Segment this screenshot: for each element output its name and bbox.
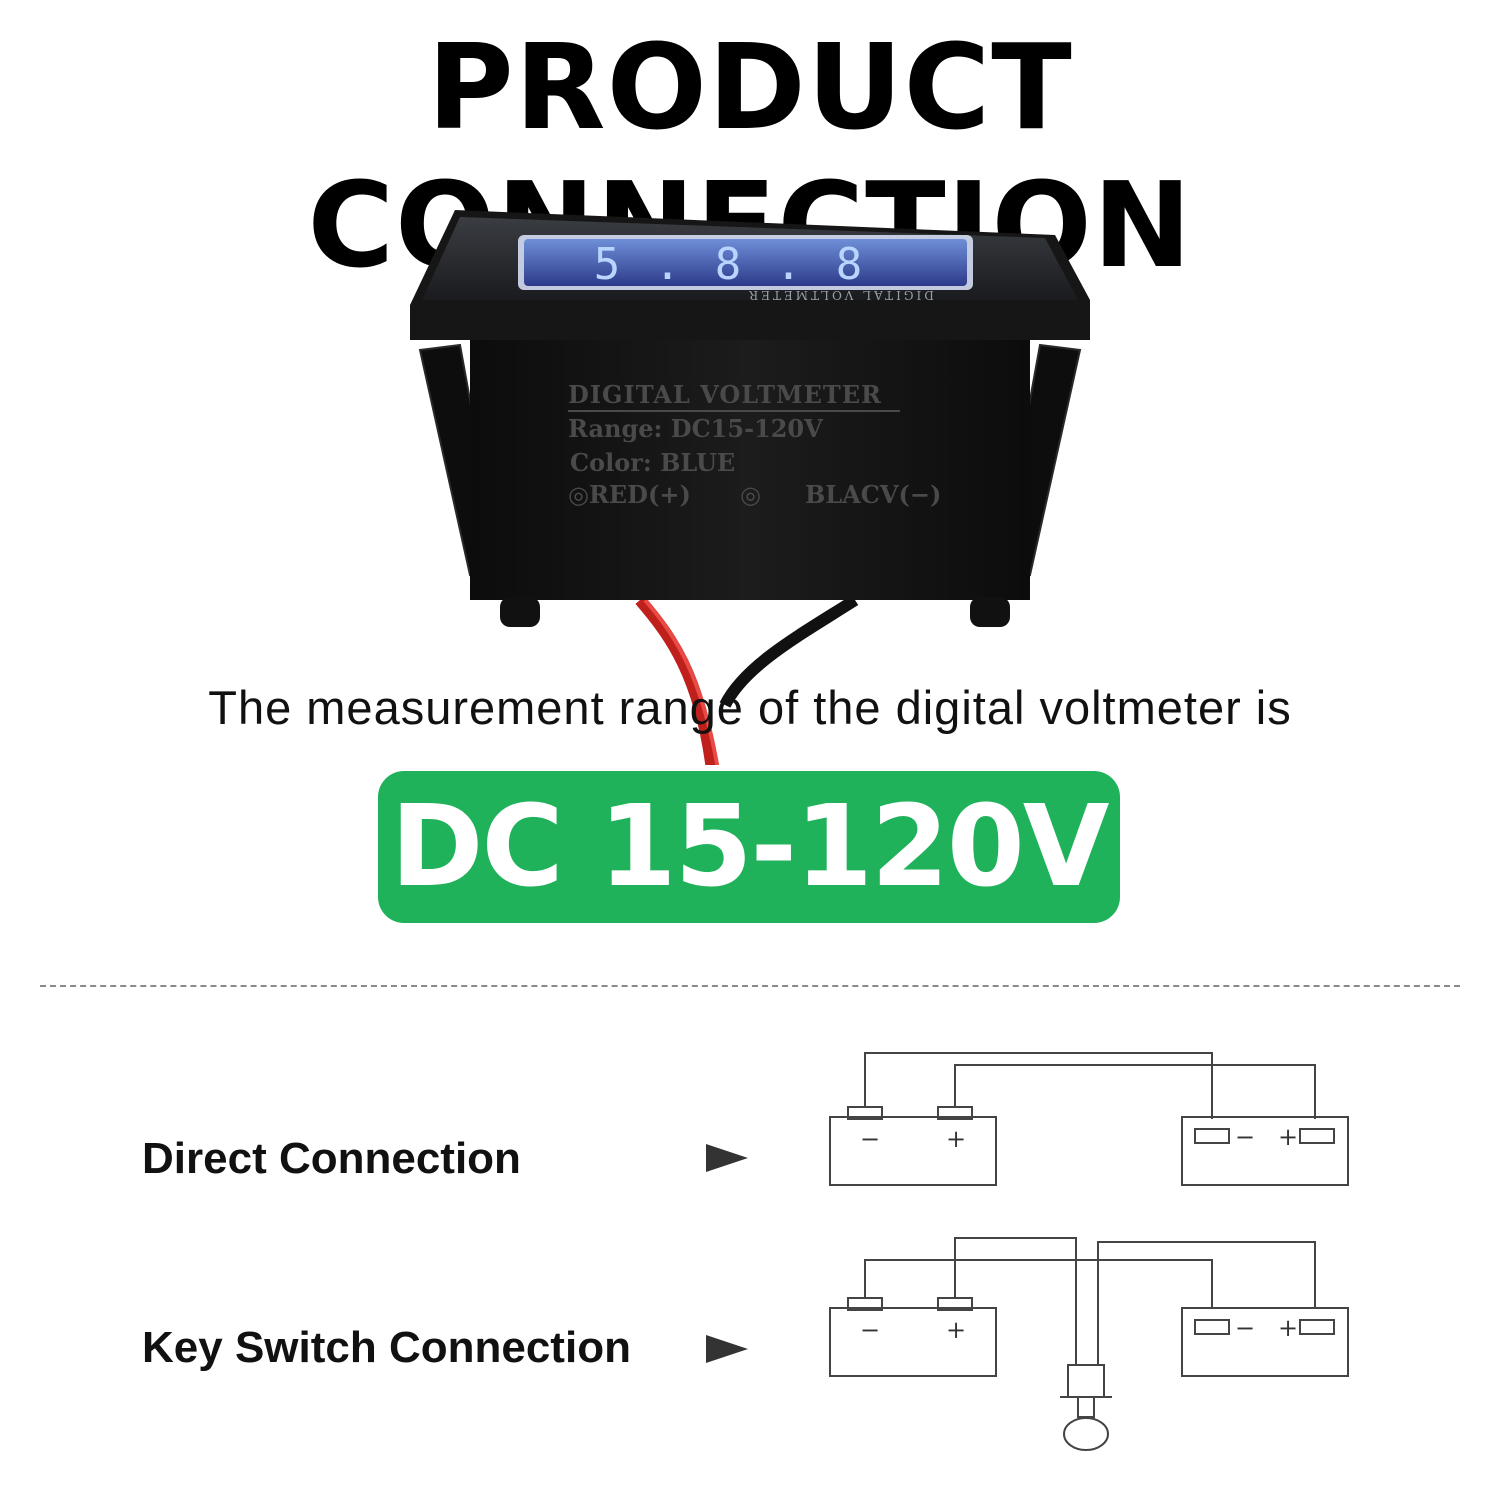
side-line-1: DIGITAL VOLTMETER bbox=[568, 380, 882, 409]
terminal-negative: BLACV(−) bbox=[805, 480, 941, 509]
key-switch-connection-label: Key Switch Connection bbox=[142, 1323, 631, 1372]
terminal-middle: ◎ bbox=[740, 480, 761, 509]
display-digits: 5.8.8 bbox=[594, 239, 896, 290]
battery-plus-label: + bbox=[946, 1316, 966, 1344]
range-badge: DC 15-120V bbox=[378, 771, 1120, 923]
voltmeter-image: 5.8.8 DIGITAL VOLTMETER DIGITAL VOLTMETE… bbox=[400, 205, 1100, 771]
range-description: The measurement range of the digital vol… bbox=[208, 681, 1292, 734]
play-arrow-icon bbox=[706, 1335, 748, 1363]
meter-plus-label: + bbox=[1278, 1314, 1298, 1342]
battery-plus-label: + bbox=[946, 1125, 966, 1153]
direct-connection-label: Direct Connection bbox=[142, 1134, 521, 1183]
side-line-3: Color: BLUE bbox=[570, 448, 735, 477]
voltmeter-illustration: 5.8.8 DIGITAL VOLTMETER DIGITAL VOLTMETE… bbox=[410, 210, 1090, 771]
battery-minus-label: − bbox=[860, 1316, 880, 1344]
direct-connection-diagram: − + − + bbox=[829, 1052, 1349, 1186]
battery-minus-label: − bbox=[860, 1125, 880, 1153]
meter-minus-label: − bbox=[1235, 1314, 1255, 1342]
meter-minus-label: − bbox=[1235, 1123, 1255, 1151]
side-line-2: Range: DC15-120V bbox=[568, 414, 823, 443]
section-divider bbox=[40, 985, 1460, 987]
play-arrow-icon bbox=[706, 1144, 748, 1172]
range-value: DC 15-120V bbox=[390, 782, 1110, 912]
face-label: DIGITAL VOLTMETER bbox=[746, 288, 934, 302]
key-switch-connection-diagram: − + − + bbox=[829, 1237, 1349, 1451]
meter-plus-label: + bbox=[1278, 1123, 1298, 1151]
terminal-positive: ◎RED(+) bbox=[568, 480, 691, 509]
